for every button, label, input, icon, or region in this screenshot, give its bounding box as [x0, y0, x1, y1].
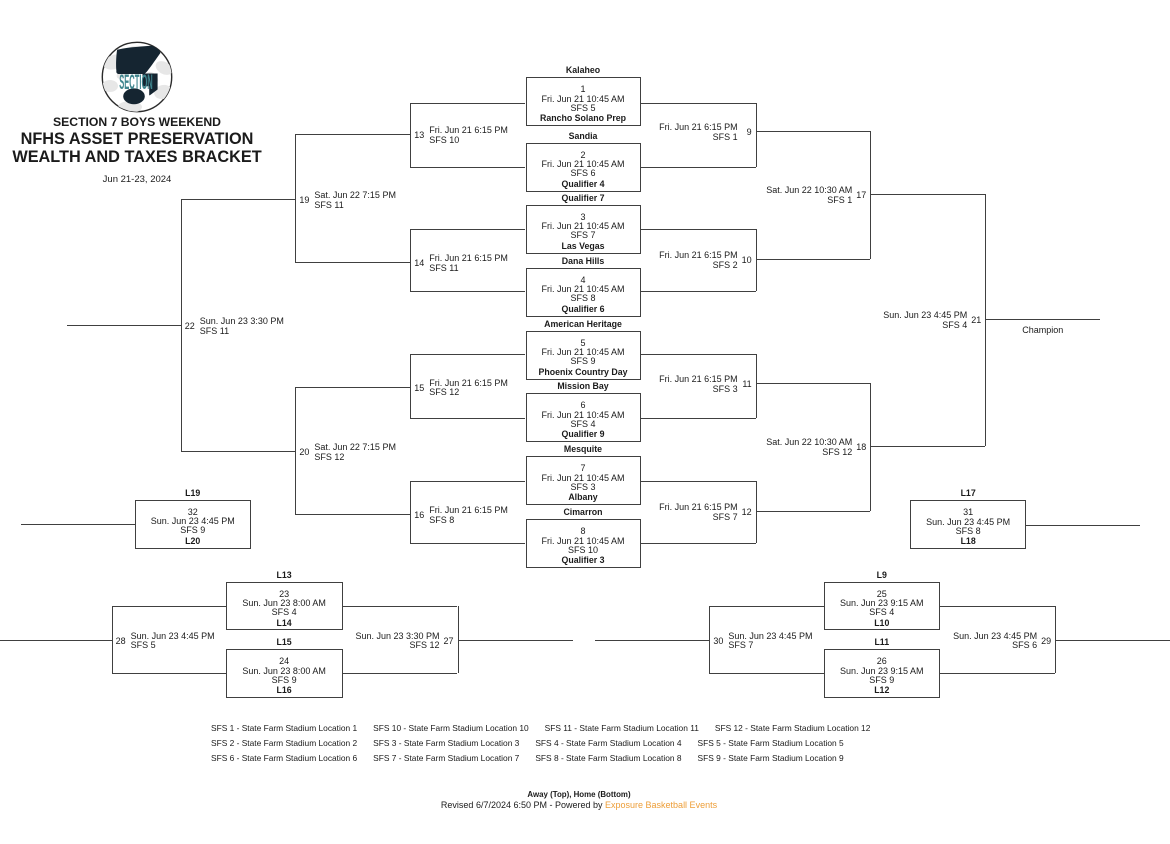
svg-text:SECTION: SECTION — [119, 70, 153, 94]
